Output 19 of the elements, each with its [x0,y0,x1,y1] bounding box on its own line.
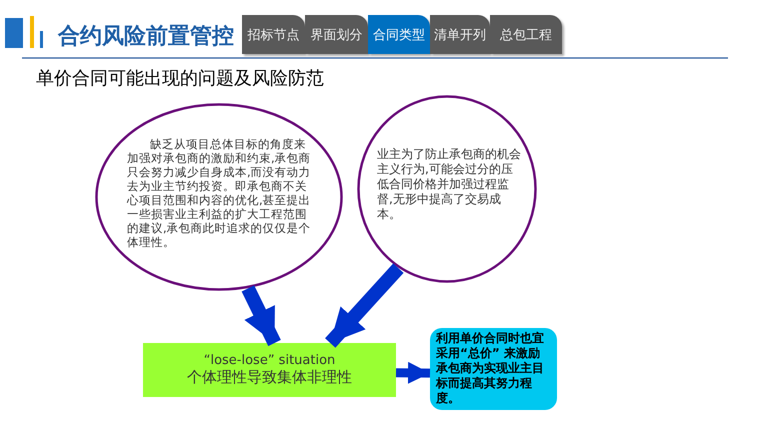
thought-ellipse [95,103,343,291]
callout-box [430,328,557,410]
arrow [325,263,404,348]
arrow [396,362,430,384]
result-text: 个体理性导致集体非理性 [187,368,352,387]
ellipse-text: 业主为了防止承包商的机会主义行为,可能会过分的压低合同价格并加强过程监督,无形中提高了交易成本。 [377,147,521,222]
arrow [242,285,281,346]
thought-ellipse [357,95,537,283]
tab: 招标节点 [242,15,305,54]
result-box [143,343,396,397]
tab: 清单开列 [430,15,490,54]
tab: 总包工程 [490,15,562,54]
page-title: 合约风险前置管控 [58,23,234,51]
section-heading: 单价合同可能出现的问题及风险防范 [36,67,324,90]
callout-text: 利用单价合同时也宜采用“总价” 来激励承包商为实现业主目标而提高其努力程度。 [436,331,545,406]
tab: 界面划分 [305,15,368,54]
ellipse-text: 缺乏从项目总体目标的角度来加强对承包商的激励和约束,承包商只会努力减少自身成本,而没有动力去为业主节约投资。即承包商不关心项目范围和内容的优化,甚至提出一些损害业主利益的扩大工程范围的建议,承包商此时追求的仅仅是个体理性。 [127,137,312,249]
result-heading: “lose-lose” situation [204,353,336,368]
tab: 合同类型 [368,15,430,54]
